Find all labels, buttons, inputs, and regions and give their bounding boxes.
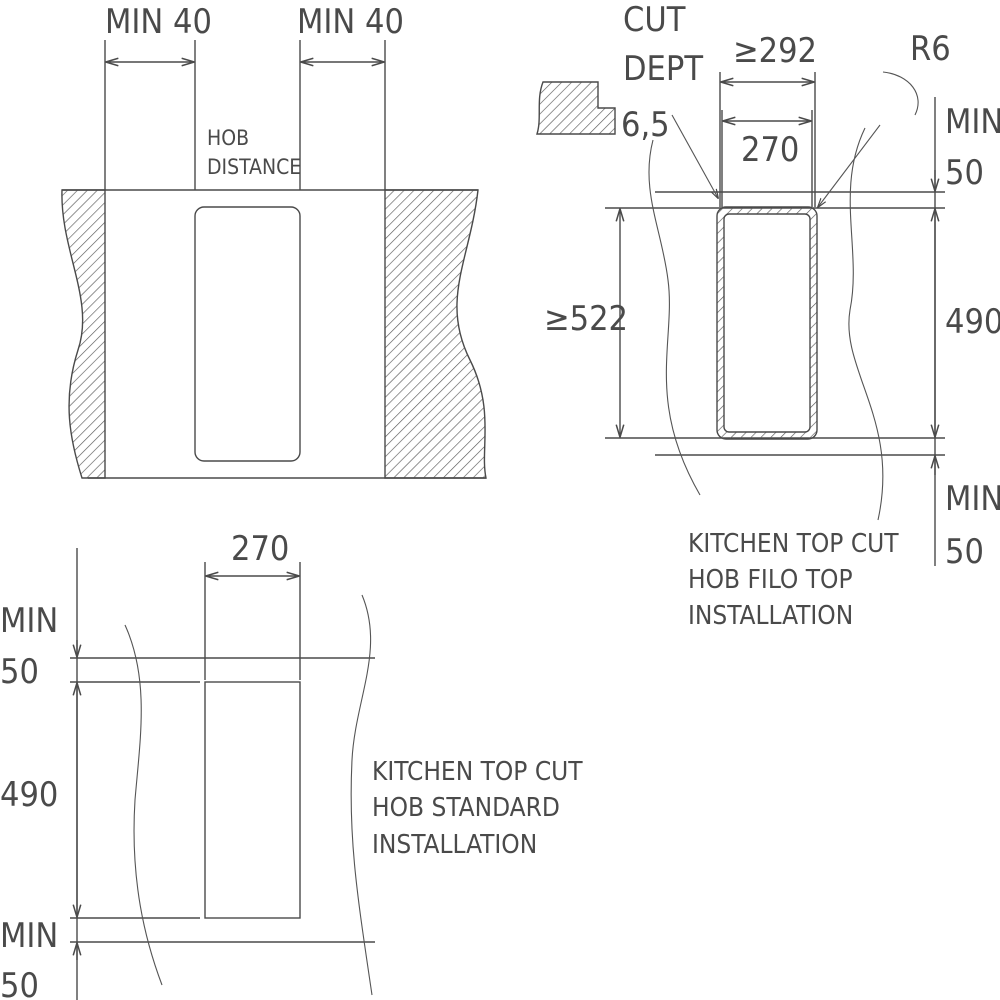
label-height-inner: 490 (945, 302, 1000, 342)
filo-cutout-inner (723, 213, 811, 433)
caption-std-line2: HOB STANDARD (372, 793, 560, 823)
caption-std-line1: KITCHEN TOP CUT (372, 757, 583, 787)
label-radius: R6 (910, 29, 951, 69)
top-view-diagram: MIN 40 MIN 40 HOB DISTANCE (61, 2, 487, 479)
label-cut: CUT (623, 0, 686, 40)
label-width-inner: 270 (741, 130, 799, 170)
label-std-height: 490 (0, 775, 58, 815)
label-height-outer: ≥522 (544, 299, 628, 339)
label-std-min-bottom: MIN (0, 916, 58, 956)
label-hob: HOB (207, 126, 249, 150)
filo-break-line-left (648, 139, 701, 496)
label-min-top: MIN (945, 102, 1000, 142)
label-std-50-top: 50 (0, 652, 39, 692)
std-break-line-right (350, 594, 373, 996)
filo-top-diagram: CUT DEPT 6,5 ≥292 270 R6 ≥522 490 MIN 50… (536, 0, 1000, 631)
caption-filo-line1: KITCHEN TOP CUT (688, 529, 899, 559)
label-cut-depth-value: 6,5 (621, 105, 670, 145)
filo-break-line-right (848, 127, 884, 521)
label-width-outer: ≥292 (733, 31, 817, 71)
label-min40-right: MIN 40 (297, 2, 404, 42)
right-hatched-unit (384, 189, 487, 479)
cut-depth-profile (536, 81, 616, 135)
label-dept: DEPT (623, 49, 703, 89)
leader-radius (818, 124, 881, 207)
label-distance: DISTANCE (207, 155, 301, 179)
radius-arc (882, 71, 919, 116)
label-50-top: 50 (945, 153, 984, 193)
standard-diagram: 270 MIN 50 490 MIN 50 KITCHEN TOP CUT HO… (0, 529, 583, 1000)
caption-filo-line2: HOB FILO TOP (688, 565, 853, 595)
label-50-bottom: 50 (945, 532, 984, 572)
caption-std-line3: INSTALLATION (372, 830, 537, 860)
leader-cut-depth (671, 114, 718, 198)
label-min-bottom: MIN (945, 479, 1000, 519)
std-break-line-left (124, 624, 163, 986)
label-min40-left: MIN 40 (105, 2, 212, 42)
label-std-min-top: MIN (0, 601, 58, 641)
caption-filo-line3: INSTALLATION (688, 601, 853, 631)
label-std-50-bottom: 50 (0, 966, 39, 1000)
standard-cutout (204, 681, 301, 919)
hob-cutout (194, 206, 301, 462)
label-std-width: 270 (231, 529, 289, 569)
left-hatched-unit (61, 189, 106, 479)
